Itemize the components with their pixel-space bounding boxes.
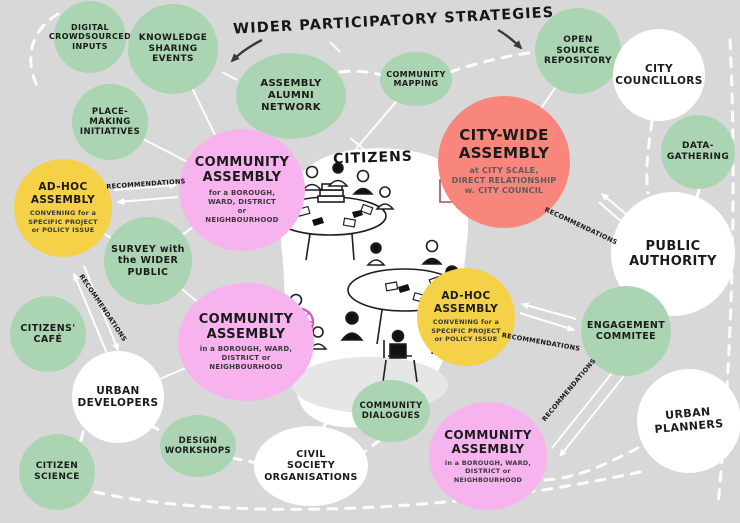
node-community-assembly-top: COMMUNITY ASSEMBLY for a BOROUGH, WARD, … [179, 129, 305, 251]
node-sublabel: CONVENING for a SPECIFIC PROJECT or POLI… [431, 318, 501, 344]
title-arrow-left-icon [230, 38, 263, 63]
node-label: SURVEY with the WIDER PUBLIC [111, 244, 185, 278]
citizens-label: CITIZENS [332, 148, 414, 168]
node-label: CITIZENS' CAFÉ [20, 322, 76, 345]
node-sublabel: at CITY SCALE, DIRECT RELATIONSHIP w. CI… [451, 165, 557, 196]
node-digital-crowdsourced-inputs: DIGITAL CROWDSOURCED INPUTS [49, 1, 131, 73]
node-data-gathering: DATA- GATHERING [661, 115, 735, 189]
node-label: ENGAGEMENT COMMITEE [586, 319, 666, 342]
node-community-mapping: COMMUNITY MAPPING [380, 52, 452, 106]
node-ad-hoc-assembly-left: AD-HOC ASSEMBLY CONVENING for a SPECIFIC… [14, 159, 112, 257]
node-label: KNOWLEDGE SHARING EVENTS [138, 33, 208, 65]
node-label: COMMUNITY ASSEMBLY [198, 311, 294, 342]
title-arrow-right-icon [497, 28, 523, 50]
node-design-workshops: DESIGN WORKSHOPS [160, 415, 236, 477]
node-place-making-initiatives: PLACE- MAKING INITIATIVES [72, 84, 148, 160]
books-icon [317, 183, 345, 203]
node-community-assembly-bottom-right: COMMUNITY ASSEMBLY in a BOROUGH, WARD, D… [429, 402, 547, 510]
node-label: ASSEMBLY ALUMNI NETWORK [260, 78, 322, 113]
node-label: PLACE- MAKING INITIATIVES [79, 106, 141, 137]
title-arrows [230, 28, 523, 63]
node-sublabel: CONVENING for a SPECIFIC PROJECT or POLI… [28, 209, 98, 235]
node-city-wide-assembly: CITY-WIDE ASSEMBLY at CITY SCALE, DIRECT… [438, 96, 570, 228]
node-community-assembly-bottom-left: COMMUNITY ASSEMBLY in a BOROUGH, WARD, D… [178, 283, 314, 401]
node-label: URBAN DEVELOPERS [77, 384, 159, 409]
node-label: CITY COUNCILLORS [615, 62, 703, 87]
node-label: AD-HOC ASSEMBLY [433, 290, 499, 315]
node-label: CITIZEN SCIENCE [34, 461, 80, 482]
node-civil-society-organisations: CIVIL SOCIETY ORGANISATIONS [254, 426, 368, 506]
node-label: URBAN PLANNERS [654, 405, 725, 436]
node-engagement-commitee: ENGAGEMENT COMMITEE [581, 286, 671, 376]
node-citizens-cafe: CITIZENS' CAFÉ [10, 296, 86, 372]
node-label: PUBLIC AUTHORITY [629, 238, 717, 269]
node-open-source-repository: OPEN SOURCE REPOSITORY [535, 8, 621, 94]
node-survey-with-the-wider-public: SURVEY with the WIDER PUBLIC [104, 217, 192, 305]
node-citizen-science: CITIZEN SCIENCE [19, 434, 95, 510]
node-urban-developers: URBAN DEVELOPERS [72, 351, 164, 443]
node-label: COMMUNITY DIALOGUES [359, 400, 423, 421]
node-label: DIGITAL CROWDSOURCED INPUTS [48, 22, 132, 51]
node-assembly-alumni-network: ASSEMBLY ALUMNI NETWORK [236, 53, 346, 139]
node-label: COMMUNITY MAPPING [386, 69, 446, 88]
node-knowledge-sharing-events: KNOWLEDGE SHARING EVENTS [128, 4, 218, 94]
node-label: CIVIL SOCIETY ORGANISATIONS [264, 449, 358, 483]
node-label: AD-HOC ASSEMBLY [30, 181, 96, 206]
node-label: OPEN SOURCE REPOSITORY [544, 35, 612, 67]
node-sublabel: for a BOROUGH, WARD, DISTRICT or NEIGHBO… [205, 188, 279, 224]
node-urban-planners: URBAN PLANNERS [637, 369, 740, 473]
node-sublabel: in a BOROUGH, WARD, DISTRICT or NEIGHBOU… [444, 459, 532, 484]
node-label: COMMUNITY ASSEMBLY [444, 427, 532, 456]
node-ad-hoc-assembly-right: AD-HOC ASSEMBLY CONVENING for a SPECIFIC… [417, 268, 515, 366]
node-community-dialogues: COMMUNITY DIALOGUES [352, 380, 430, 442]
node-sublabel: in a BOROUGH, WARD, DISTRICT or NEIGHBOU… [199, 345, 293, 372]
node-label: COMMUNITY ASSEMBLY [194, 154, 290, 186]
node-label: DATA- GATHERING [666, 141, 730, 162]
node-label: DESIGN WORKSHOPS [164, 435, 232, 456]
node-city-councillors: CITY COUNCILLORS [613, 29, 705, 121]
node-label: CITY-WIDE ASSEMBLY [458, 126, 550, 162]
